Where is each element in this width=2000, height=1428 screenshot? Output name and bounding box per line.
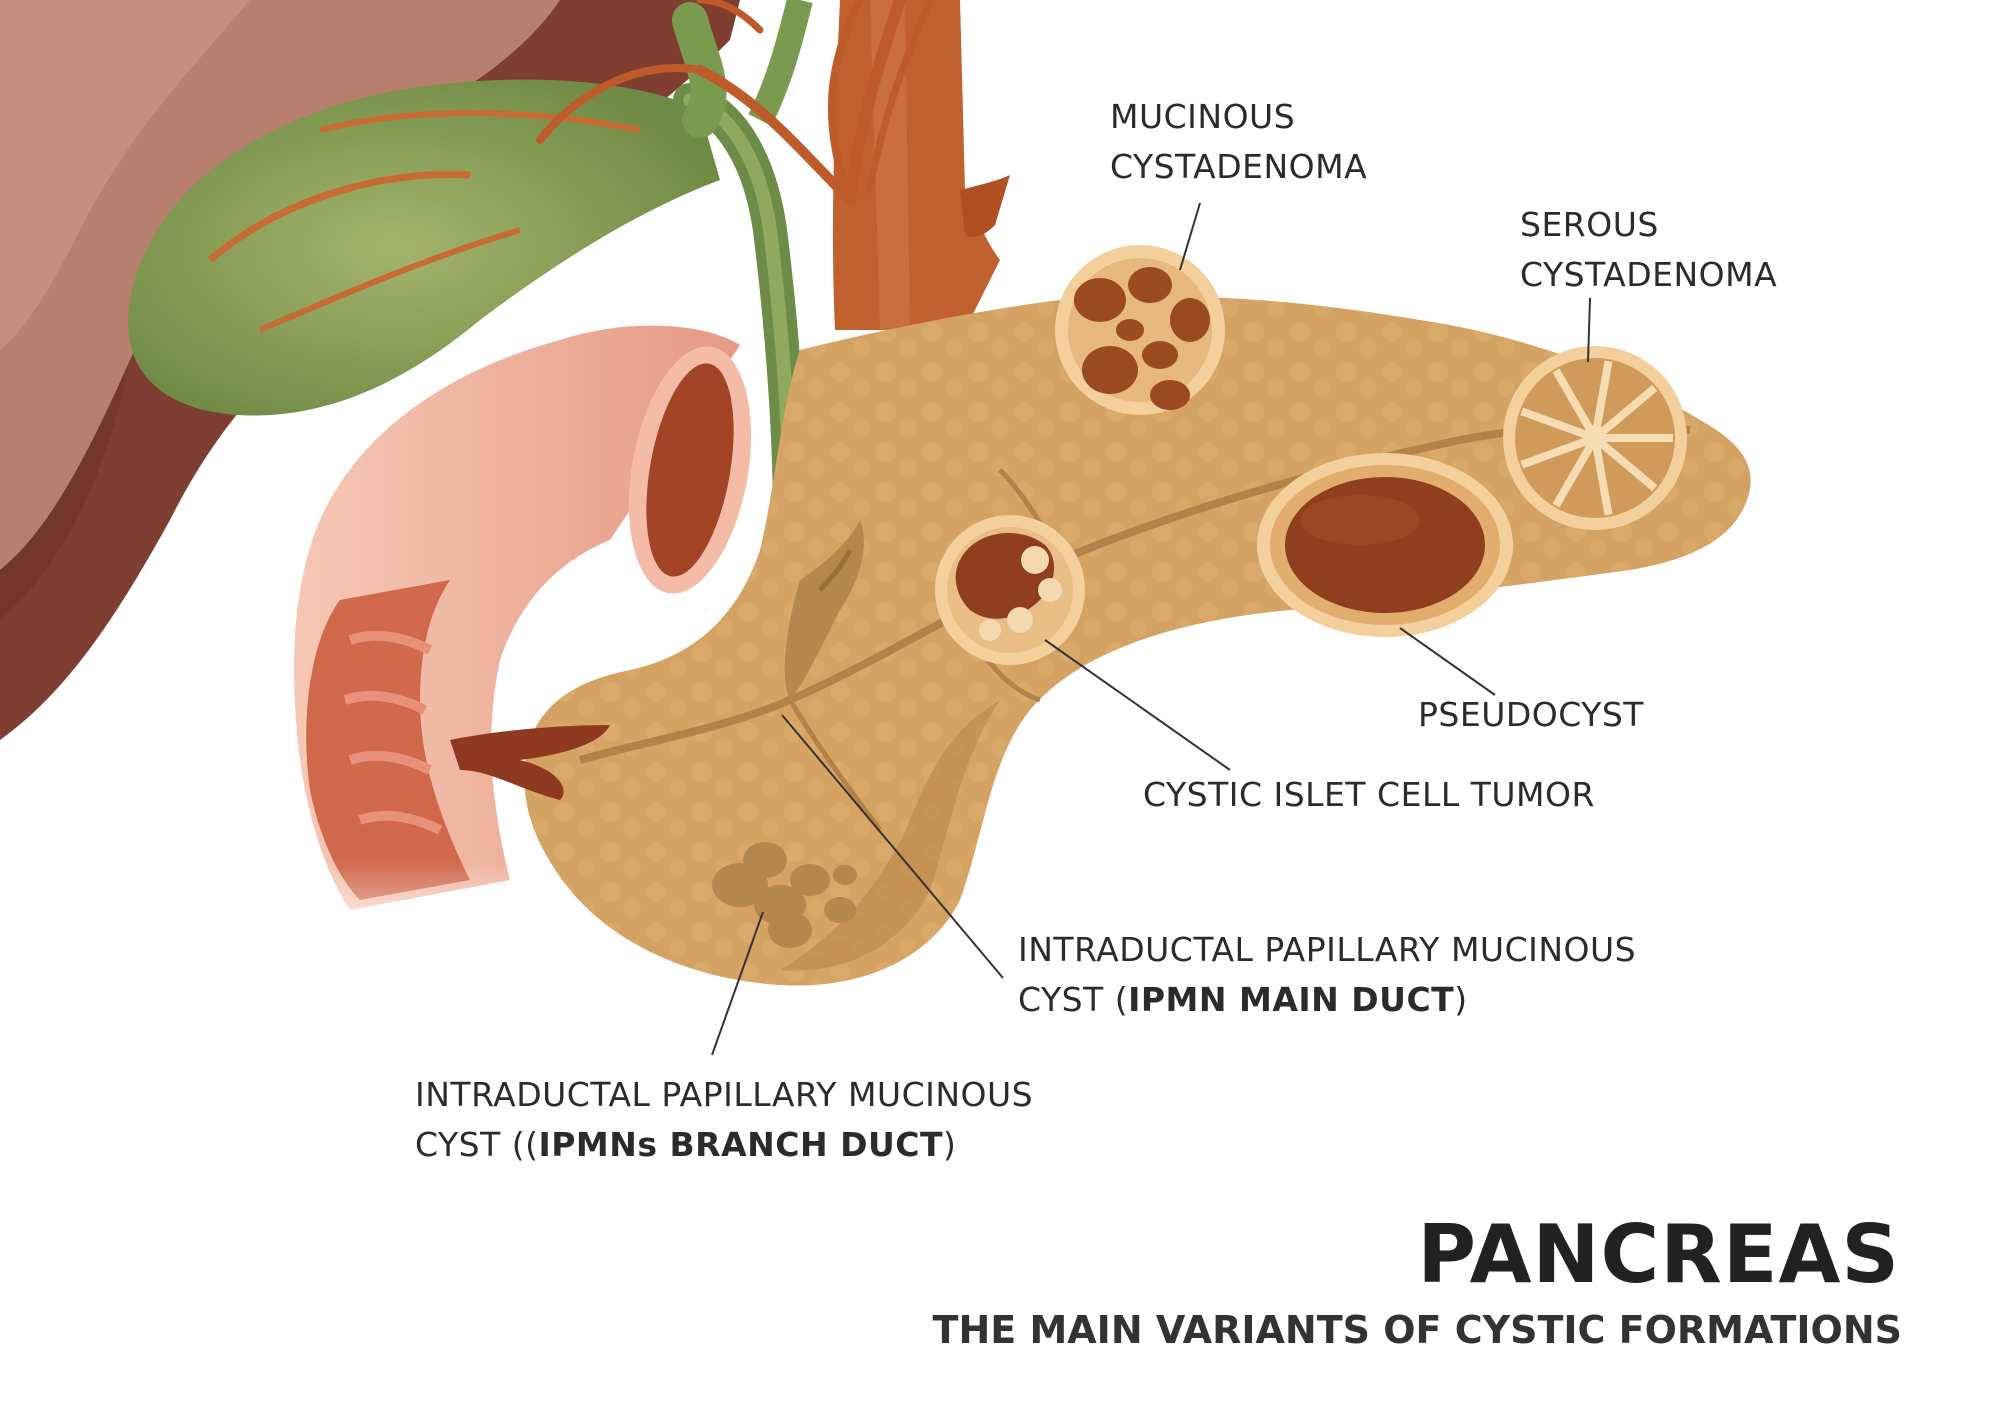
leader-pseudocyst bbox=[1399, 627, 1496, 696]
ampulla bbox=[450, 725, 610, 800]
serous-septum bbox=[1592, 384, 1658, 442]
leader-lines bbox=[711, 202, 1591, 1056]
ipmn-branch-bold: IPMNs BRANCH DUCT bbox=[538, 1125, 943, 1164]
ipmn-branch-prefix: CYST (( bbox=[415, 1125, 539, 1164]
label-serous-cystadenoma: SEROUS CYSTADENOMA bbox=[1520, 200, 1777, 300]
hepatic-vessels bbox=[536, 0, 934, 206]
serous-septum bbox=[1592, 434, 1658, 492]
gallbladder bbox=[128, 79, 721, 416]
serous-cystadenoma bbox=[1503, 346, 1687, 530]
label-ipmn-branch-line1: INTRADUCTAL PAPILLARY MUCINOUS bbox=[415, 1075, 1034, 1114]
label-mucinous-cystadenoma: MUCINOUS CYSTADENOMA bbox=[1110, 92, 1367, 192]
serous-septum bbox=[1552, 436, 1599, 508]
diagram-subtitle: THE MAIN VARIANTS OF CYSTIC FORMATIONS bbox=[932, 1308, 1902, 1352]
leader-mucinous bbox=[1179, 202, 1201, 271]
label-ipmn-main-line1: INTRADUCTAL PAPILLARY MUCINOUS bbox=[1018, 930, 1637, 969]
label-ipmn-branch-duct: INTRADUCTAL PAPILLARY MUCINOUS CYST ((IP… bbox=[415, 1070, 1033, 1170]
label-mucinous-line1: MUCINOUS bbox=[1110, 97, 1296, 136]
diagram-title: PANCREAS bbox=[1417, 1208, 1900, 1301]
label-serous-line1: SEROUS bbox=[1520, 205, 1659, 244]
serous-septum bbox=[1552, 368, 1599, 440]
label-cystic-islet-cell-tumor: CYSTIC ISLET CELL TUMOR bbox=[1143, 775, 1595, 814]
label-ipmn-branch-line2: CYST ((IPMNs BRANCH DUCT) bbox=[415, 1120, 1033, 1170]
label-serous-line2: CYSTADENOMA bbox=[1520, 255, 1778, 294]
pseudocyst bbox=[1257, 453, 1513, 637]
label-mucinous-line2: CYSTADENOMA bbox=[1110, 147, 1368, 186]
ipmn-main-suffix: ) bbox=[1454, 980, 1468, 1019]
serous-septum bbox=[1591, 437, 1613, 516]
label-ipmn-main-line2: CYST (IPMN MAIN DUCT) bbox=[1018, 975, 1636, 1025]
leader-islet bbox=[1044, 639, 1231, 771]
duodenum bbox=[294, 325, 752, 980]
serous-septum bbox=[1520, 407, 1597, 442]
ipmn-main-prefix: CYST ( bbox=[1018, 980, 1129, 1019]
liver bbox=[0, 0, 740, 740]
mucinous-cystadenoma bbox=[1055, 245, 1225, 415]
ipmn-branch-suffix: ) bbox=[943, 1125, 957, 1164]
label-ipmn-main-duct: INTRADUCTAL PAPILLARY MUCINOUS CYST (IPM… bbox=[1018, 925, 1636, 1025]
leader-ipmn-branch bbox=[711, 911, 764, 1056]
leader-ipmn-main bbox=[781, 714, 1004, 979]
leader-serous bbox=[1587, 297, 1591, 363]
ipmn-main-bold: IPMN MAIN DUCT bbox=[1128, 980, 1455, 1019]
cystic-islet-cell-tumor bbox=[935, 515, 1085, 665]
ipmn-branch-duct-lesion bbox=[712, 842, 857, 948]
serous-septum bbox=[1520, 434, 1597, 469]
serous-septum bbox=[1591, 360, 1613, 439]
ipmn-main-duct-lesion bbox=[784, 520, 864, 700]
label-pseudocyst: PSEUDOCYST bbox=[1418, 695, 1644, 734]
